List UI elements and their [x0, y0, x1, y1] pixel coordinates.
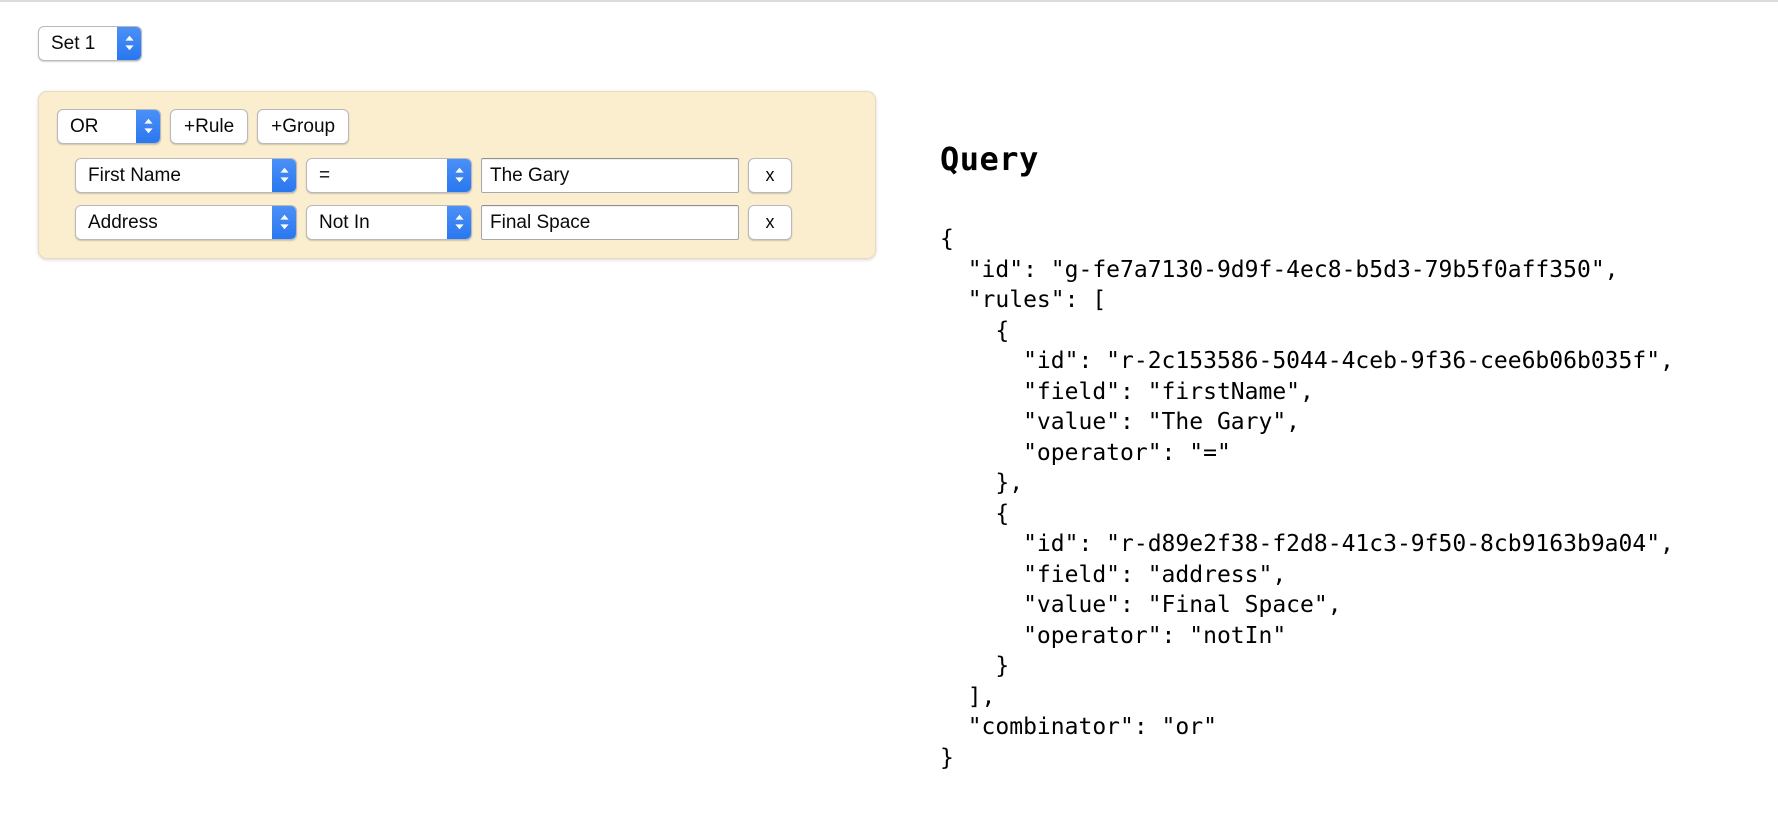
rule-operator-select[interactable]: =: [306, 158, 472, 193]
updown-stepper-icon[interactable]: [136, 110, 160, 143]
add-rule-button[interactable]: +Rule: [170, 109, 249, 144]
rule-operator-value: Not In: [319, 211, 370, 233]
rule-field-select[interactable]: Address: [75, 205, 297, 240]
query-builder-column: Set 1 OR +Rule +Group: [38, 26, 918, 259]
rule-operator-select[interactable]: Not In: [306, 205, 472, 240]
rule-operator-value: =: [319, 164, 331, 186]
rule-row: First Name = x: [75, 158, 857, 193]
updown-stepper-icon[interactable]: [272, 159, 296, 192]
query-json-output: { "id": "g-fe7a7130-9d9f-4ec8-b5d3-79b5f…: [940, 226, 1674, 771]
rule-value-input[interactable]: [481, 158, 739, 193]
remove-rule-button[interactable]: x: [748, 158, 792, 193]
updown-stepper-icon[interactable]: [117, 27, 141, 60]
set-selector-value: Set 1: [51, 32, 96, 54]
updown-stepper-icon[interactable]: [447, 159, 471, 192]
rule-group-panel: OR +Rule +Group First Name: [38, 91, 876, 259]
remove-rule-button[interactable]: x: [748, 205, 792, 240]
rule-field-value: Address: [88, 211, 158, 233]
query-output-column: Query { "id": "g-fe7a7130-9d9f-4ec8-b5d3…: [940, 140, 1778, 800]
rule-value-input[interactable]: [481, 205, 739, 240]
query-output-title: Query: [940, 140, 1039, 178]
combinator-select[interactable]: OR: [57, 109, 161, 144]
combinator-select-value: OR: [70, 115, 99, 137]
rule-group-header: OR +Rule +Group: [57, 109, 857, 144]
rule-row: Address Not In x: [75, 205, 857, 240]
add-group-button[interactable]: +Group: [257, 109, 350, 144]
updown-stepper-icon[interactable]: [447, 206, 471, 239]
rule-field-select[interactable]: First Name: [75, 158, 297, 193]
window-top-divider: [0, 0, 1778, 2]
updown-stepper-icon[interactable]: [272, 206, 296, 239]
rule-field-value: First Name: [88, 164, 181, 186]
set-selector[interactable]: Set 1: [38, 26, 142, 61]
